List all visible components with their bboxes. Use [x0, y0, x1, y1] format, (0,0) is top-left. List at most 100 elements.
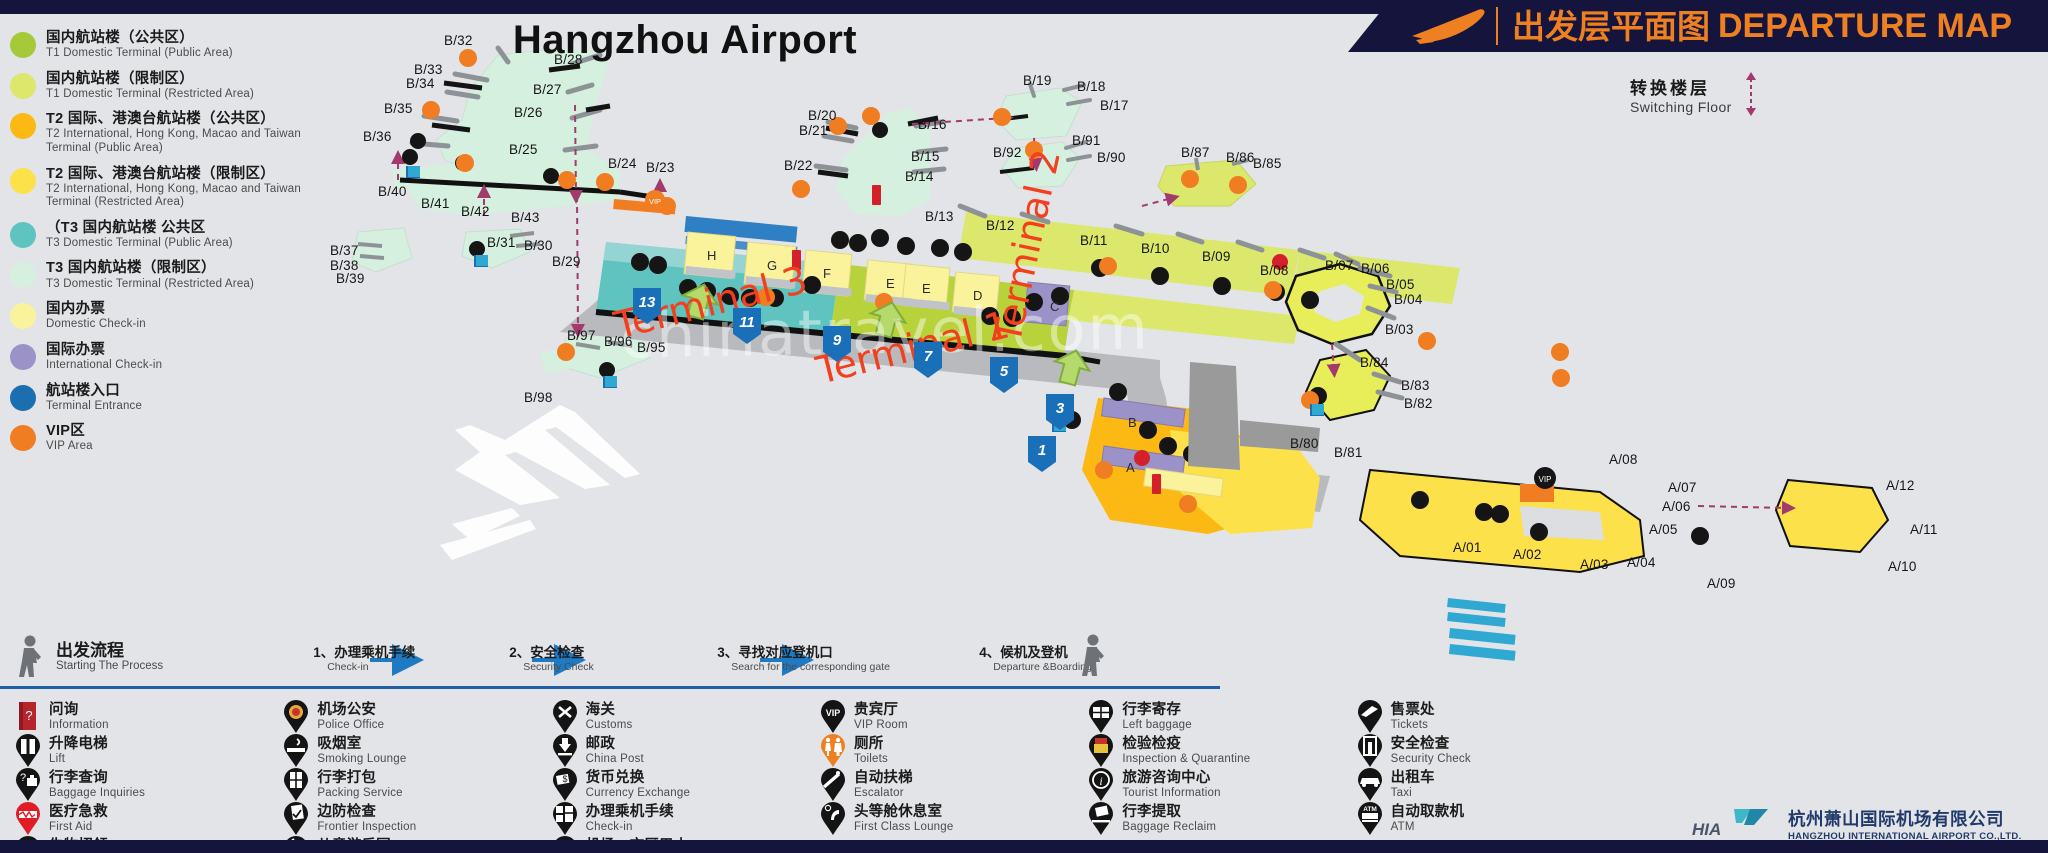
- gate-label: A/05: [1649, 522, 1678, 537]
- gate-label: B/92: [993, 145, 1022, 160]
- svg-text:$: $: [562, 774, 567, 784]
- gate-label: A/03: [1580, 557, 1609, 572]
- legend-swatch: [10, 221, 36, 248]
- gate-label: A/09: [1707, 576, 1736, 591]
- legend-label-en: VIP Area: [46, 440, 93, 453]
- svg-text:VIP: VIP: [649, 197, 661, 206]
- legend-cell-en: Escalator: [854, 786, 904, 799]
- legend-swatch: [10, 384, 36, 411]
- gate-label: B/11: [1080, 233, 1108, 248]
- airplane-logo-icon: [1412, 9, 1485, 44]
- legend-item: 国内航站楼（限制区） T1 Domestic Terminal (Restric…: [0, 71, 320, 102]
- legend-item: T3 国内航站楼（限制区） T3 Domestic Terminal (Rest…: [0, 260, 320, 291]
- legend-label-en: T3 Domestic Terminal (Public Area): [46, 236, 233, 249]
- process-title: 出发流程 Starting The Process: [56, 641, 163, 674]
- gate-label: B/86: [1226, 150, 1255, 165]
- process-step-4: 4、候机及登机 Departure &Boarding: [979, 641, 1159, 673]
- left-baggage-icon: [1089, 700, 1114, 733]
- packing-service-icon: [284, 768, 309, 801]
- gate-label: B/17: [1100, 98, 1129, 113]
- gate-label: A/04: [1627, 555, 1656, 570]
- gate-label: A/07: [1668, 480, 1697, 495]
- gate-label: B/35: [384, 101, 413, 116]
- company-name-en: HANGZHOU INTERNATIONAL AIRPORT CO.,LTD.: [1788, 831, 2022, 842]
- checkin-hall-G: G: [767, 258, 778, 273]
- gate-label: B/41: [421, 196, 450, 211]
- legend-item: （T3 国内航站楼 公共区 T3 Domestic Terminal (Publ…: [0, 220, 320, 251]
- inspection-quarantine-icon: [1089, 734, 1114, 767]
- gate-label: A/02: [1513, 547, 1542, 562]
- gate-label: B/14: [905, 169, 934, 184]
- gate-label: B/33: [414, 62, 443, 77]
- legend-cell-en: Police Office: [317, 718, 385, 731]
- gate-label: B/04: [1394, 292, 1423, 307]
- svg-text:VIP: VIP: [1539, 475, 1552, 484]
- gate-label: B/05: [1386, 277, 1415, 292]
- gate-label: B/27: [533, 82, 562, 97]
- baggage-inquiries-icon: ?: [16, 768, 40, 801]
- process-step-3: 3、寻找对应登机口 Search for the corresponding g…: [717, 641, 969, 673]
- checkin-hall-F: F: [823, 266, 831, 281]
- legend-cell: 售票处 Tickets: [1342, 700, 1610, 734]
- gate-label: B/80: [1290, 436, 1319, 451]
- switching-floor-en: Switching Floor: [1630, 98, 1732, 115]
- legend-cell: ? 问询 Information: [0, 700, 268, 734]
- legend-label-cn: T3 国内航站楼（限制区）: [46, 260, 216, 277]
- gate-label: B/09: [1202, 249, 1231, 264]
- legend-cell-en: Tourist Information: [1122, 786, 1221, 799]
- gate-label: A/10: [1888, 559, 1917, 574]
- entrance-chip-7[interactable]: 7: [914, 342, 942, 378]
- legend-cell-en: Lift: [49, 752, 66, 765]
- checkin-hall-B: B: [1128, 415, 1137, 430]
- entrance-chip-3[interactable]: 3: [1046, 394, 1074, 430]
- process-step-2: 2、安全检查 Security Check: [509, 641, 709, 673]
- gate-label: B/96: [604, 334, 633, 349]
- color-legend: 国内航站楼（公共区） T1 Domestic Terminal (Public …: [0, 30, 320, 464]
- gate-label: B/81: [1334, 445, 1363, 460]
- tickets-icon: [1357, 700, 1382, 733]
- legend-cell-en: Information: [49, 718, 109, 731]
- legend-swatch: [10, 113, 36, 140]
- legend-cell-cn: 旅游咨询中心: [1122, 769, 1211, 786]
- gate-label: B/21: [799, 123, 828, 138]
- legend-cell-en: VIP Room: [854, 718, 908, 731]
- legend-cell: ATM 自动取款机 ATM: [1342, 802, 1610, 836]
- gate-label: B/42: [461, 204, 490, 219]
- entrance-chip-11[interactable]: 11: [733, 308, 761, 344]
- legend-swatch: [10, 425, 36, 452]
- gate-label: A/08: [1609, 452, 1638, 467]
- entrance-chip-5[interactable]: 5: [990, 357, 1018, 393]
- gate-label: B/38: [330, 258, 359, 273]
- legend-cell: 海关 Customs: [537, 700, 805, 734]
- checkin-hall-C: C: [1050, 299, 1060, 314]
- gate-label: A/01: [1453, 540, 1482, 555]
- legend-cell: 行李提取 Baggage Reclaim: [1073, 802, 1341, 836]
- gate-label: B/91: [1072, 133, 1101, 148]
- customs-icon: [552, 700, 577, 733]
- legend-label-en: T2 International, Hong Kong, Macao and T…: [46, 128, 301, 155]
- legend-cell: 医疗急救 First Aid: [0, 802, 268, 836]
- gate-label: B/31: [487, 235, 516, 250]
- gate-label: B/85: [1253, 156, 1282, 171]
- switching-floor-cn: 转换楼层: [1630, 78, 1710, 98]
- checkin-hall-A: A: [1126, 460, 1135, 475]
- gate-label: B/07: [1325, 258, 1354, 273]
- main-terminal-strip: [560, 212, 1890, 574]
- legend-cell: 吸烟室 Smoking Lounge: [268, 734, 536, 768]
- banner-title-en: DEPARTURE MAP: [1718, 7, 2013, 45]
- legend-cell-en: Taxi: [1390, 786, 1412, 799]
- legend-cell-cn: 问询: [49, 701, 79, 718]
- legend-item: T2 国际、港澳台航站楼（限制区） T2 International, Hong…: [0, 166, 320, 210]
- legend-cell-cn: 吸烟室: [317, 735, 362, 752]
- gate-label: B/12: [986, 218, 1015, 233]
- gate-label: B/08: [1260, 263, 1289, 278]
- entrance-chip-1[interactable]: 1: [1028, 436, 1056, 472]
- legend-label-cn: （T3 国内航站楼 公共区: [46, 219, 206, 236]
- gate-label: B/82: [1404, 396, 1433, 411]
- legend-swatch: [10, 167, 36, 194]
- legend-cell: $ 货币兑换 Currency Exchange: [537, 768, 805, 802]
- legend-cell-cn: 行李查询: [49, 769, 108, 786]
- legend-cell: 头等舱休息室 First Class Lounge: [805, 802, 1073, 836]
- atm-icon: ATM: [1357, 802, 1382, 835]
- process-step-cn: 2、安全检查: [509, 645, 585, 660]
